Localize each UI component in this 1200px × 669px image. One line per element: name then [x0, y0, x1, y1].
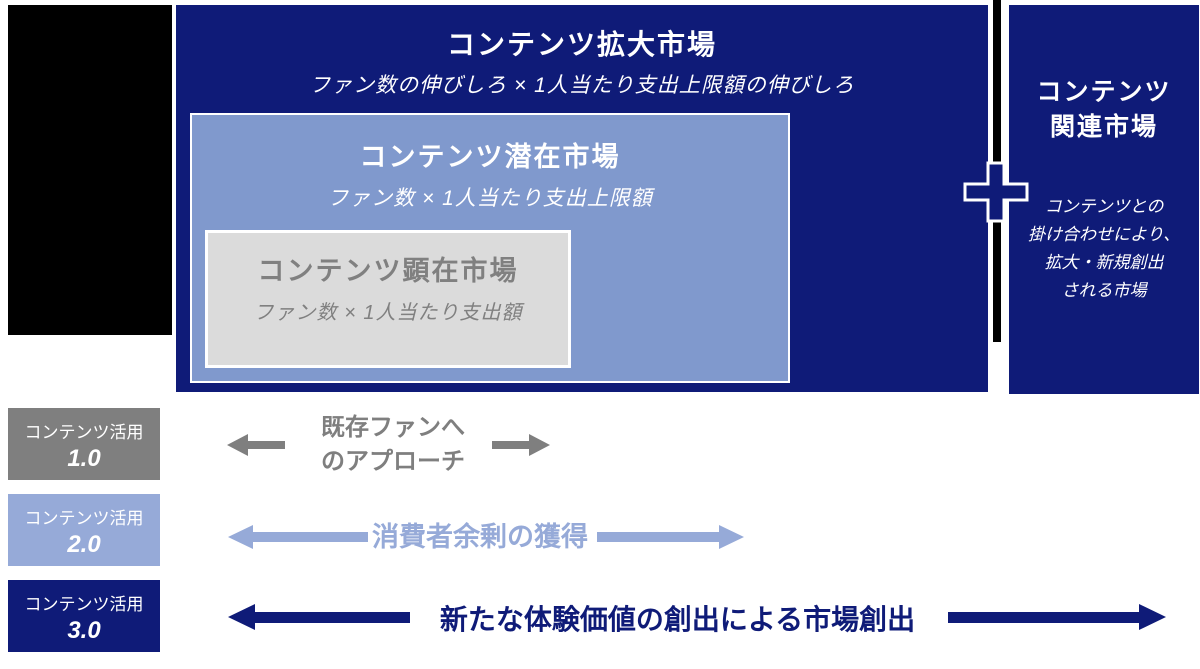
content-potential-market-box: コンテンツ潜在市場 ファン数 × 1人当たり支出上限額 コンテンツ顕在市場 ファ…: [190, 113, 790, 383]
level-1-arrow-text-line2: のアプローチ: [321, 448, 465, 475]
potential-market-title: コンテンツ潜在市場: [359, 142, 621, 172]
level-2-version: 2.0: [67, 531, 101, 558]
level-1-label-box: コンテンツ活用 1.0: [8, 408, 160, 480]
related-market-title-line1: コンテンツ: [1036, 78, 1172, 106]
related-market-title: コンテンツ 関連市場: [1009, 5, 1199, 145]
content-related-market-box: コンテンツ 関連市場 コンテンツとの 掛け合わせにより、 拡大・新規創出 される…: [1009, 5, 1199, 394]
right-arrow-icon: [948, 604, 1166, 630]
left-arrow-icon: [227, 434, 285, 456]
related-market-description-line: 掛け合わせにより、: [1028, 225, 1180, 244]
level-1-arrow-text: 既存ファンへ のアプローチ: [288, 411, 498, 479]
related-market-description-line: コンテンツとの: [1044, 197, 1164, 216]
level-2-label: コンテンツ活用: [24, 509, 144, 528]
related-market-title-line2: 関連市場: [1049, 113, 1158, 141]
level-1-label: コンテンツ活用: [24, 423, 144, 442]
potential-market-subtitle: ファン数 × 1人当たり支出上限額: [327, 187, 653, 210]
related-market-description: コンテンツとの 掛け合わせにより、 拡大・新規創出 される市場: [1009, 193, 1199, 305]
level-3-label: コンテンツ活用: [24, 595, 144, 614]
content-actual-market-box: コンテンツ顕在市場 ファン数 × 1人当たり支出額: [205, 230, 571, 368]
level-2-label-box: コンテンツ活用 2.0: [8, 494, 160, 566]
expansion-market-subtitle: ファン数の伸びしろ × 1人当たり支出上限額の伸びしろ: [309, 74, 855, 97]
plus-icon: [963, 161, 1029, 223]
actual-market-title: コンテンツ顕在市場: [257, 256, 519, 286]
content-expansion-market-box: コンテンツ拡大市場 ファン数の伸びしろ × 1人当たり支出上限額の伸びしろ コン…: [176, 5, 988, 392]
related-market-description-line: 拡大・新規創出: [1044, 253, 1164, 272]
level-1-version: 1.0: [67, 445, 101, 472]
level-3-version: 3.0: [67, 617, 101, 644]
level-2-arrow-text: 消費者余剰の獲得: [372, 522, 588, 552]
left-arrow-icon: [228, 604, 410, 630]
level-3-label-box: コンテンツ活用 3.0: [8, 580, 160, 652]
masked-black-box: [8, 5, 172, 335]
level-1-arrow-text-line1: 既存ファンへ: [321, 414, 465, 441]
level-3-arrow-text: 新たな体験価値の創出による市場創出: [439, 604, 916, 635]
related-market-description-line: される市場: [1061, 281, 1147, 300]
expansion-market-title: コンテンツ拡大市場: [446, 29, 717, 60]
left-arrow-icon: [228, 525, 368, 549]
right-arrow-icon: [597, 525, 744, 549]
right-arrow-icon: [492, 434, 550, 456]
actual-market-subtitle: ファン数 × 1人当たり支出額: [253, 302, 523, 324]
